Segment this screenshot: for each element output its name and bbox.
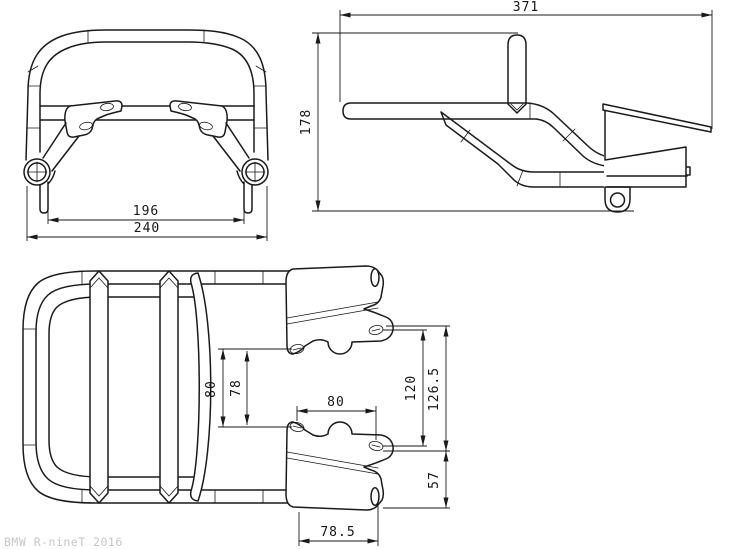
dimension-label: 80 [327, 395, 345, 410]
frame-inner-rim [48, 296, 196, 478]
dimension-side-overall-height: 178 [299, 32, 634, 212]
dimension-side-overall-length: 371 [339, 0, 713, 129]
dimension-top-bracket-hole-spacing: 80 [296, 395, 377, 440]
cross-slat-rear [159, 270, 179, 504]
bracket-slot-holes [289, 324, 384, 355]
tube-end-right [241, 158, 269, 186]
dimension-front-inner-width: 196 [47, 204, 245, 224]
side-bracket-blade [602, 103, 712, 133]
dimension-label: 57 [427, 471, 442, 489]
tube-segment-ticks [460, 102, 576, 188]
front-view: 196 240 [23, 29, 269, 241]
dimension-label: 178 [299, 109, 314, 135]
vertical-post-inner-v [510, 103, 524, 111]
dimension-top-slot-span-outer: 80 [204, 348, 292, 428]
bracket-slot-holes [289, 421, 384, 452]
support-arm-right [212, 122, 250, 172]
tube-segment-ticks [26, 29, 268, 129]
dimension-front-overall-width: 240 [26, 186, 268, 241]
vertical-post [507, 34, 527, 114]
upper-tube [342, 102, 619, 168]
dimension-label: 120 [404, 375, 419, 401]
grab-rail-top-projection [189, 272, 212, 502]
mounting-plate-left [64, 100, 123, 138]
top-view: 80 78 80 120 126.5 57 [22, 265, 450, 546]
dimension-label: 78.5 [320, 525, 355, 540]
side-view: 371 178 [299, 0, 713, 213]
dimension-top-slot-span-inner: 78 [229, 351, 250, 425]
tube-end-left [23, 158, 51, 186]
dimension-label: 126.5 [427, 367, 442, 411]
mounting-plate-right [169, 100, 228, 138]
watermark-caption: BMW R-nineT 2016 [4, 535, 123, 549]
dimension-label: 196 [133, 204, 159, 219]
dimension-top-hole-span: 120 [383, 329, 427, 447]
rear-bracket-upper [285, 265, 394, 355]
tab-hole [609, 192, 626, 208]
frame-outer-outline [22, 270, 375, 504]
dimension-label: 78 [229, 379, 244, 397]
plate-slot-holes [79, 102, 213, 131]
tube-end-upper [370, 267, 380, 288]
side-bracket-edges [604, 109, 691, 188]
frame-inner-outline [35, 283, 375, 491]
cross-slat-front [89, 270, 109, 504]
side-bracket-tab [604, 186, 631, 213]
tube-segment-ticks [22, 270, 264, 504]
grab-rail-outer-outline [25, 29, 269, 161]
dimension-label: 371 [513, 0, 539, 15]
dimension-label: 240 [134, 221, 160, 236]
dimension-label: 80 [204, 380, 219, 398]
rear-bracket-lower [285, 421, 394, 511]
diagonal-tube [440, 111, 621, 188]
dimension-top-lower-section: 57 [383, 451, 450, 509]
support-arm-left [42, 122, 80, 172]
grab-rail-inner-outline [39, 41, 255, 153]
dimension-top-overall-span: 126.5 [383, 325, 450, 452]
tube-end-lower [370, 486, 380, 507]
dimension-top-bracket-base-width: 78.5 [298, 506, 379, 546]
